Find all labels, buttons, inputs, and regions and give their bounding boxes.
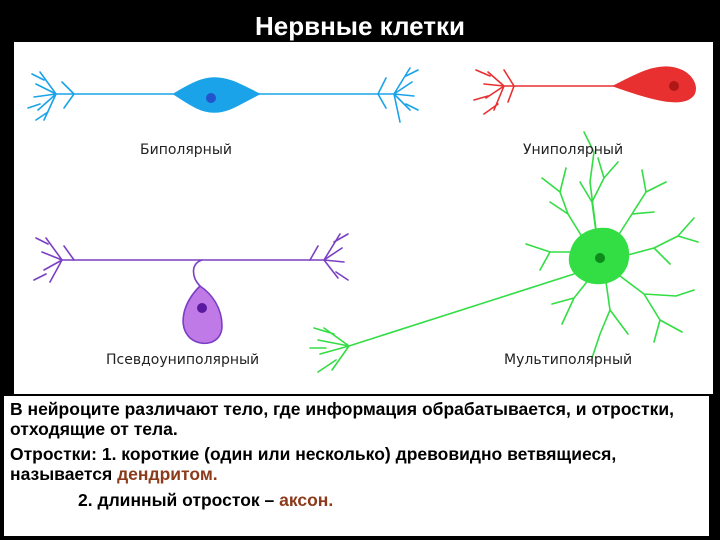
paragraph-axon: 2. длинный отросток – аксон. xyxy=(10,484,709,510)
label-bipolar: Биполярный xyxy=(140,142,232,158)
label-multipolar: Мультиполярный xyxy=(504,352,633,368)
neuron-figure: Биполярный Униполярный Псевдоуниполярный… xyxy=(14,42,713,394)
label-unipolar: Униполярный xyxy=(523,142,624,158)
text-panel: В нейроците различают тело, где информац… xyxy=(4,396,709,536)
dendrites-text: Отростки: 1. короткие (один или нескольк… xyxy=(10,444,617,484)
pseudounipolar-neuron xyxy=(33,233,349,287)
pseudounipolar-body xyxy=(182,284,223,345)
label-pseudounipolar: Псевдоуниполярный xyxy=(106,352,260,368)
bipolar-neuron xyxy=(27,67,419,123)
unipolar-nucleus xyxy=(669,81,679,91)
dendrite-term: дендритом. xyxy=(117,464,218,484)
neuron-diagram xyxy=(27,66,699,373)
paragraph-dendrites: Отростки: 1. короткие (один или нескольк… xyxy=(10,439,709,484)
axon-term: аксон. xyxy=(279,490,334,510)
slide-title: Нервные клетки xyxy=(254,11,466,41)
bipolar-nucleus xyxy=(206,93,216,103)
multipolar-nucleus xyxy=(595,253,605,263)
multipolar-neuron xyxy=(309,131,699,373)
paragraph-body-processes: В нейроците различают тело, где информац… xyxy=(10,399,674,439)
unipolar-neuron xyxy=(473,66,696,115)
axon-text: 2. длинный отросток – xyxy=(78,490,280,510)
pseudounipolar-nucleus xyxy=(197,303,207,313)
